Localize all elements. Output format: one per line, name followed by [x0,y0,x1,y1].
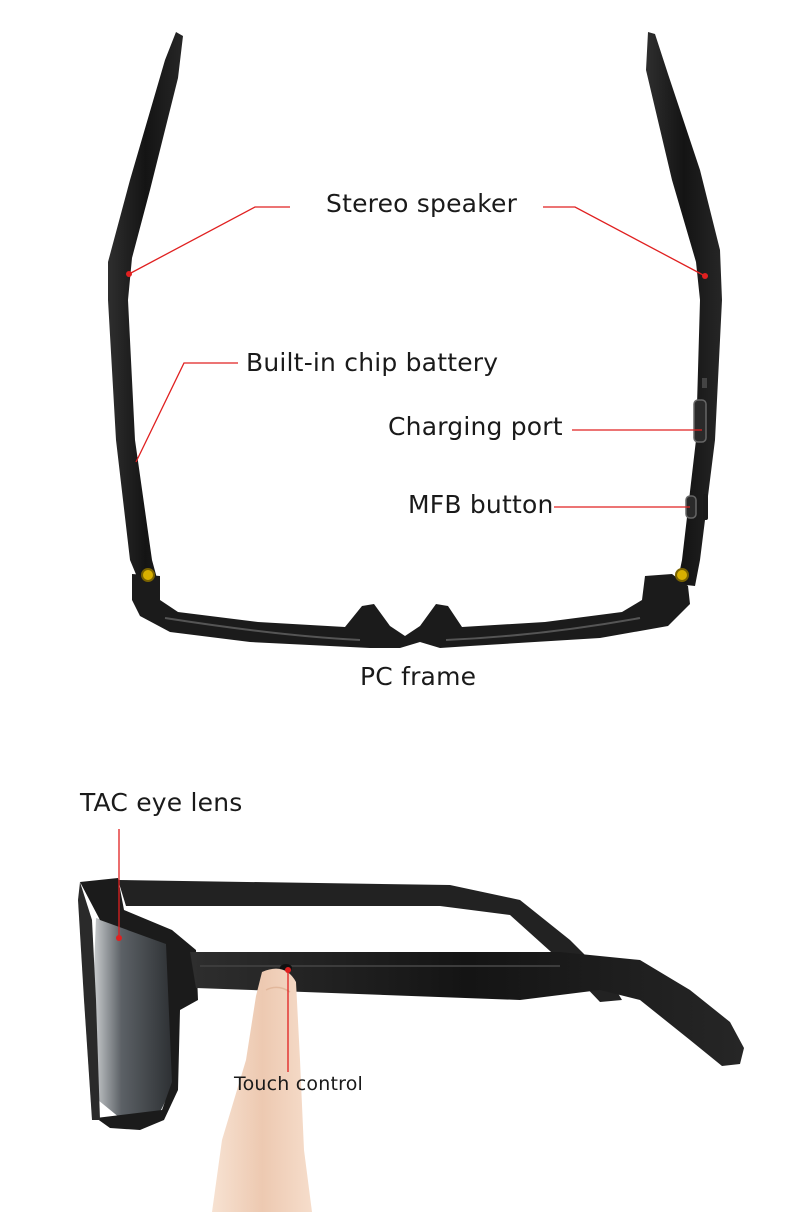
tac-lens-dot [116,935,122,941]
top-callout-lines [128,206,706,508]
side-view-glasses [78,878,744,1212]
stereo-speaker-label: Stereo speaker [326,189,518,218]
stereo-speaker-dot-right [702,273,708,279]
finger [212,968,312,1212]
mic-hole [702,378,707,388]
mfb-button-label: MFB button [408,490,554,519]
stereo-speaker-dot-left [126,271,132,277]
near-temple-arm [190,952,744,1066]
front-frame [132,574,690,648]
right-hinge-screw [675,568,689,582]
touch-control-dot [285,967,291,973]
side-callout-lines [118,829,289,1072]
touch-control-label: Touch control [234,1073,364,1095]
front-frame-side [80,878,198,1130]
lens [92,918,176,1118]
chip-battery-line [135,362,238,463]
charging-port-label: Charging port [388,412,563,441]
left-temple-arm [108,32,183,584]
left-hinge-screw [141,568,155,582]
charging-port-slot [693,399,707,443]
pc-frame-label: PC frame [360,662,477,691]
stereo-speaker-line-right [543,206,706,277]
far-temple-arm [118,880,622,1002]
stereo-speaker-line-left [128,206,290,275]
top-view-glasses [108,32,722,648]
chip-battery-label: Built-in chip battery [246,348,499,377]
tac-lens-label: TAC eye lens [80,788,243,817]
right-temple-arm [646,32,722,586]
